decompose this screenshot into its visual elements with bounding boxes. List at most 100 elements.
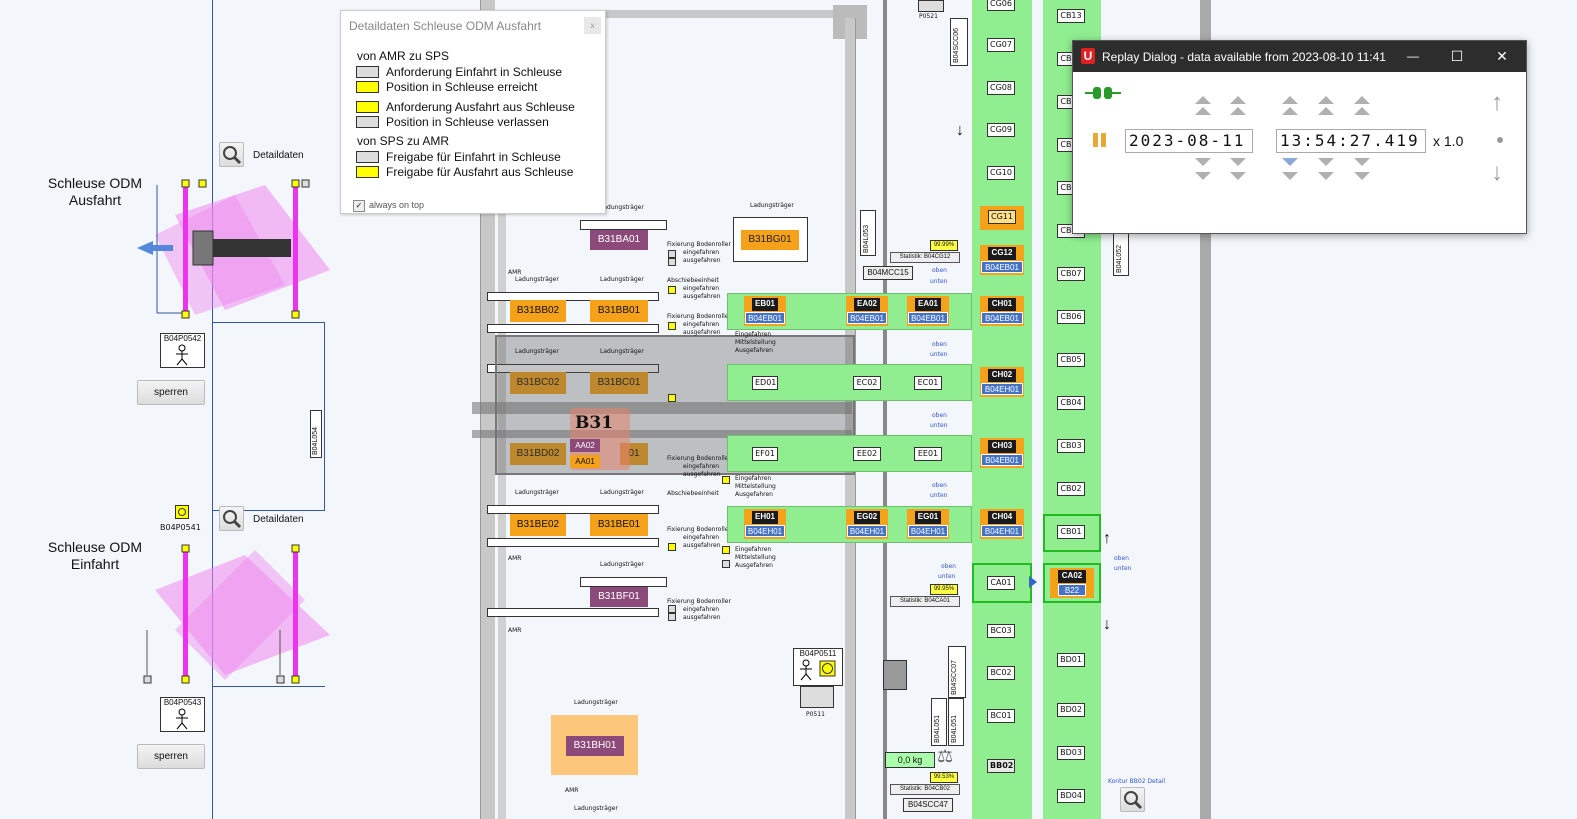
node-cg07[interactable]: CG07 — [987, 38, 1015, 52]
time-down-fast-icon[interactable] — [1282, 172, 1298, 180]
detail-button-ausfahrt[interactable] — [219, 142, 244, 167]
node-cg06[interactable]: CG06 — [987, 0, 1015, 11]
date-up-icon[interactable] — [1230, 107, 1246, 115]
node-bd02[interactable]: BD02 — [1057, 703, 1085, 717]
person-icon — [176, 708, 188, 730]
maximize-button[interactable]: ☐ — [1450, 48, 1464, 64]
sperren-button-einfahrt[interactable]: sperren — [137, 744, 205, 769]
bin-b31bf01[interactable]: B31BF01 — [590, 587, 648, 607]
node-ef01[interactable]: EF01 — [752, 447, 778, 461]
date-up-fast-icon[interactable] — [1230, 96, 1246, 104]
replay-titlebar[interactable]: U Replay Dialog - data available from 20… — [1073, 41, 1526, 72]
time-down-fast-icon[interactable] — [1318, 172, 1334, 180]
replay-time-field[interactable]: 13:54:27.419 — [1276, 129, 1426, 153]
node-ca02[interactable]: CA02 B22 — [1050, 568, 1094, 598]
time-down-icon[interactable] — [1354, 158, 1370, 166]
node-ch04[interactable]: CH04 B04EH01 — [980, 509, 1024, 539]
time-up-icon[interactable] — [1354, 107, 1370, 115]
node-cg09[interactable]: CG09 — [987, 123, 1015, 137]
replay-speed[interactable]: x 1.0 — [1433, 133, 1464, 149]
node-ec01[interactable]: EC01 — [914, 376, 942, 390]
bin-b31bb01[interactable]: B31BB01 — [590, 300, 648, 322]
date-down-fast-icon[interactable] — [1195, 172, 1211, 180]
always-on-top-checkbox[interactable]: ✓ — [353, 200, 365, 212]
node-ch03[interactable]: CH03 B04EB01 — [980, 438, 1024, 468]
time-down-icon[interactable] — [1318, 158, 1334, 166]
node-cb07[interactable]: CB07 — [1057, 267, 1085, 281]
kontur-detail-button[interactable] — [1120, 787, 1145, 812]
sperren-button-ausfahrt[interactable]: sperren — [137, 380, 205, 405]
node-bb02[interactable]: BB02 — [987, 759, 1015, 773]
bin-b31ba01[interactable]: B31BA01 — [590, 230, 648, 250]
date-up-icon[interactable] — [1195, 107, 1211, 115]
node-cg08[interactable]: CG08 — [987, 81, 1015, 95]
popup-close-button[interactable]: x — [584, 17, 601, 34]
node-bc01[interactable]: BC01 — [987, 709, 1015, 723]
bin-b31bh01[interactable]: B31BH01 — [566, 736, 624, 756]
replay-date-field[interactable]: 2023-08-11 — [1125, 129, 1253, 153]
node-ch01[interactable]: CH01 B04EB01 — [980, 296, 1024, 326]
node-ea02[interactable]: EA02 B04EB01 — [846, 296, 888, 326]
time-down-fast-icon[interactable] — [1354, 172, 1370, 180]
node-cb05[interactable]: CB05 — [1057, 353, 1085, 367]
node-ed01[interactable]: ED01 — [752, 376, 778, 390]
bin-b31bc02[interactable]: B31BC02 — [510, 372, 566, 394]
node-ea01[interactable]: EA01 B04EB01 — [907, 296, 949, 326]
time-down-icon[interactable] — [1282, 158, 1298, 166]
speed-down-arrow-icon[interactable]: ↓ — [1491, 159, 1503, 186]
date-down-icon[interactable] — [1195, 158, 1211, 166]
statistik-badge[interactable]: Statistik: B04CG12 — [890, 252, 960, 263]
connection-plug-icon[interactable] — [1085, 85, 1121, 101]
statistik-badge[interactable]: Statistik: B04CB02 — [890, 784, 960, 795]
node-eg02[interactable]: EG02 B04EH01 — [846, 509, 888, 539]
node-bd04[interactable]: BD04 — [1057, 789, 1085, 803]
node-bc03[interactable]: BC03 — [987, 624, 1015, 638]
sensor-label: B04P0541 — [160, 523, 201, 532]
speed-reset-dot-icon[interactable] — [1497, 137, 1503, 143]
time-up-fast-icon[interactable] — [1282, 96, 1298, 104]
node-ee02[interactable]: EE02 — [853, 447, 881, 461]
node-ch02[interactable]: CH02 B04EH01 — [980, 367, 1024, 397]
pause-icon[interactable] — [1093, 133, 1098, 147]
node-cg10[interactable]: CG10 — [987, 166, 1015, 180]
minimize-button[interactable]: — — [1407, 49, 1419, 63]
speed-up-arrow-icon[interactable]: ↑ — [1491, 89, 1503, 116]
time-up-icon[interactable] — [1282, 107, 1298, 115]
date-down-icon[interactable] — [1230, 158, 1246, 166]
popup-titlebar[interactable]: Detaildaten Schleuse ODM Ausfahrt x — [341, 11, 605, 39]
node-cb01[interactable]: CB01 — [1057, 525, 1085, 539]
node-eb01[interactable]: EB01 B04EB01 — [744, 296, 786, 326]
node-cb03[interactable]: CB03 — [1057, 439, 1085, 453]
bin-b31bd02[interactable]: B31BD02 — [510, 443, 566, 465]
time-up-fast-icon[interactable] — [1318, 96, 1334, 104]
node-ca01[interactable]: CA01 — [987, 576, 1015, 590]
bin-b31bc01[interactable]: B31BC01 — [590, 372, 648, 394]
bin-b31be01[interactable]: B31BE01 — [590, 514, 648, 536]
station-aa01[interactable]: AA01 — [570, 455, 600, 468]
node-bd03[interactable]: BD03 — [1057, 746, 1085, 760]
node-cb13[interactable]: CB13 — [1057, 9, 1085, 23]
date-up-fast-icon[interactable] — [1195, 96, 1211, 104]
node-bd01[interactable]: BD01 — [1057, 653, 1085, 667]
node-ee01[interactable]: EE01 — [914, 447, 942, 461]
date-down-fast-icon[interactable] — [1230, 172, 1246, 180]
time-up-icon[interactable] — [1318, 107, 1334, 115]
node-cb02[interactable]: CB02 — [1057, 482, 1085, 496]
close-button[interactable]: ✕ — [1496, 48, 1508, 64]
bin-b31bb02[interactable]: B31BB02 — [510, 300, 566, 322]
station-aa02[interactable]: AA02 — [570, 439, 600, 452]
node-eh01[interactable]: EH01 B04EH01 — [744, 509, 786, 539]
node-ec02[interactable]: EC02 — [853, 376, 881, 390]
node-bc02[interactable]: BC02 — [987, 666, 1015, 680]
node-cb04[interactable]: CB04 — [1057, 396, 1085, 410]
bin-b31bg01[interactable]: B31BG01 — [741, 230, 799, 250]
node-cb06[interactable]: CB06 — [1057, 310, 1085, 324]
detail-button-einfahrt[interactable] — [219, 506, 244, 531]
time-up-fast-icon[interactable] — [1354, 96, 1370, 104]
node-eg01[interactable]: EG01 B04EH01 — [907, 509, 949, 539]
node-cg12[interactable]: CG12 B04EB01 — [980, 245, 1024, 275]
bin-b31be02[interactable]: B31BE02 — [510, 514, 566, 536]
node-cg11[interactable]: CG11 — [980, 206, 1024, 230]
pause-icon[interactable] — [1101, 133, 1106, 147]
statistik-badge[interactable]: Statistik: B04CA01 — [890, 596, 960, 607]
